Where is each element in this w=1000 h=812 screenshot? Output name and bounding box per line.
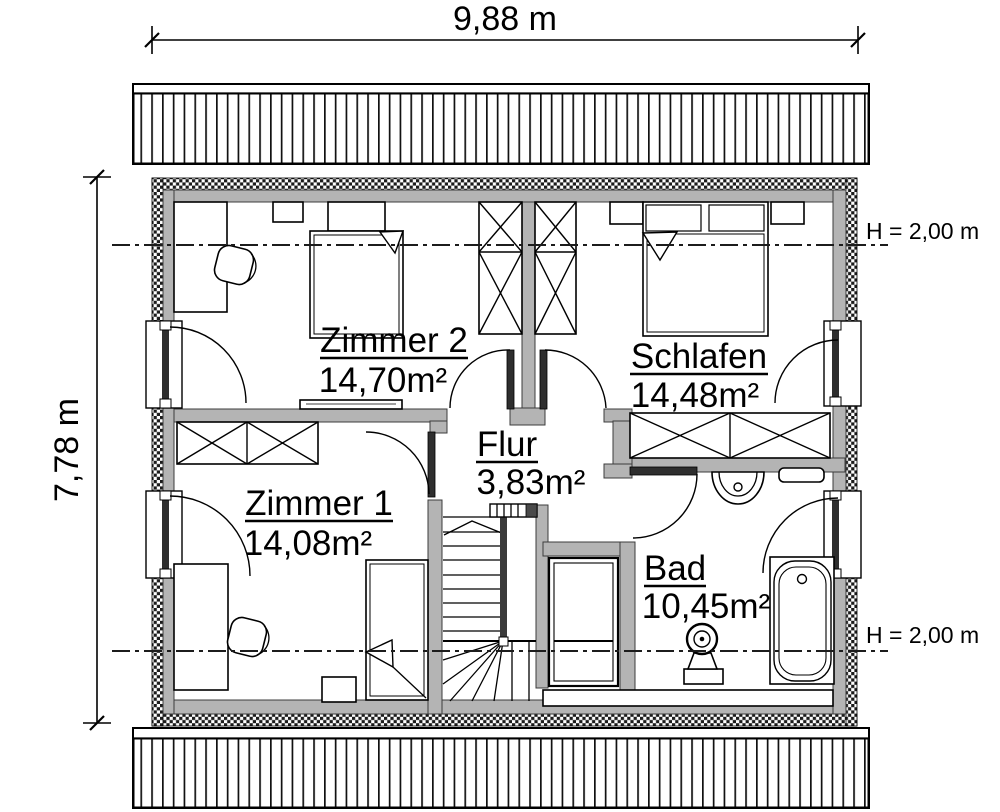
room-name: Zimmer 2 [320,321,468,360]
bathtub-icon [769,556,835,685]
knee-wall-height-label-bottom: H = 2,00 m [866,622,979,648]
bed-zimmer1-icon [321,559,429,703]
door-zimmer2 [449,349,515,410]
room-area: 3,83m² [477,463,586,502]
room-label-zimmer2: Zimmer 2 14,70m² [319,321,468,400]
room-name: Flur [477,425,538,464]
window-schlafen [823,320,862,407]
stair-void [547,556,620,688]
stairs-icon [442,503,538,702]
chair-zimmer2-icon [213,244,257,286]
bed-zimmer2-icon [272,201,405,339]
width-dimension-label: 9,88 m [453,0,557,38]
shaft-left-icon [478,201,523,335]
wardrobe-zimmer1-icon [176,421,319,465]
toilet-icon [683,622,724,685]
room-area: 14,70m² [319,361,447,400]
dimension-width: 9,88 m [144,0,866,54]
room-label-zimmer1: Zimmer 1 14,08m² [244,484,393,563]
door-zimmer1 [365,431,436,498]
closet-schlafen-icon [629,412,831,459]
bathroom-shelf-icon [778,467,825,483]
desk-zimmer1-icon [173,563,229,691]
roof-overhang-bottom [132,727,870,809]
window-swing-schlafen [774,339,839,404]
washbasin-icon [711,471,765,505]
room-name: Schlafen [631,337,767,376]
sideboard-zimmer2-icon [299,399,403,410]
shaft-right-icon [534,201,577,335]
chair-zimmer1-icon [226,616,270,658]
window-swing-zimmer2 [169,326,247,404]
dimension-height: 7,78 m [48,169,111,731]
room-area: 10,45m² [642,587,770,626]
roof-overhang-top [132,83,870,165]
room-area: 14,48m² [631,376,759,415]
knee-wall-height-label-top: H = 2,00 m [866,218,979,244]
bed-schlafen-icon [609,201,805,337]
window-swing-zimmer1 [169,495,251,577]
knee-wall-shelf [542,689,834,707]
room-label-bad: Bad 10,45m² [642,549,770,626]
door-schlafen [539,349,607,410]
room-label-flur: Flur 3,83m² [476,425,585,502]
height-dimension-label: 7,78 m [48,398,86,502]
room-name: Bad [644,549,706,588]
room-area: 14,08m² [244,524,372,563]
window-swing-bad [762,497,839,574]
window-zimmer2 [145,320,183,409]
door-bad [629,466,698,539]
room-label-schlafen: Schlafen 14,48m² [630,337,768,415]
room-name: Zimmer 1 [245,484,393,523]
